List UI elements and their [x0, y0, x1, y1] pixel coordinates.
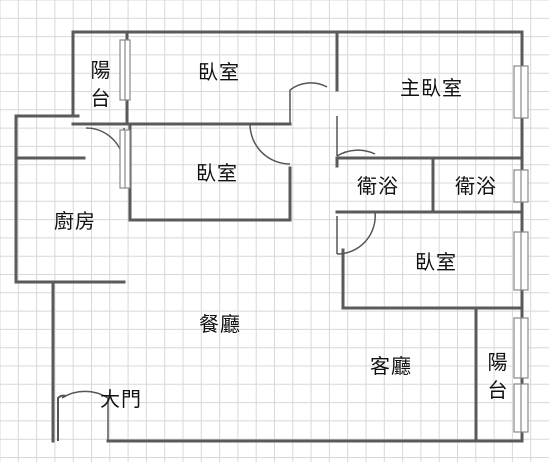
window [513, 317, 529, 379]
room-label-bedroom-middle: 臥室 [196, 161, 238, 185]
door-swing-arc [336, 211, 376, 255]
door-swing-arc [336, 149, 376, 157]
room-label-balcony-top: 陽台 [90, 58, 112, 110]
window [513, 65, 529, 119]
window [513, 231, 529, 291]
room-label-kitchen: 廚房 [54, 209, 96, 233]
room-label-master-bedroom: 主臥室 [400, 76, 463, 100]
main-door-frame [57, 394, 67, 441]
room-label-living: 客廳 [370, 354, 412, 378]
room-label-dining: 餐廳 [199, 312, 241, 336]
window [513, 169, 529, 203]
door-swing-arc [289, 82, 328, 91]
room-label-main-door: 大門 [100, 387, 142, 411]
room-label-balcony-bottom: 陽台 [487, 350, 509, 402]
room-label-bedroom-right: 臥室 [415, 250, 457, 274]
windows [119, 39, 529, 433]
room-label-bathroom-left: 衛浴 [357, 174, 399, 198]
door-swing-arc [249, 123, 291, 165]
window [119, 39, 131, 101]
window [513, 383, 529, 433]
window [119, 129, 131, 189]
room-label-bedroom-top: 臥室 [198, 60, 240, 84]
room-label-bathroom-right: 衛浴 [455, 174, 497, 198]
